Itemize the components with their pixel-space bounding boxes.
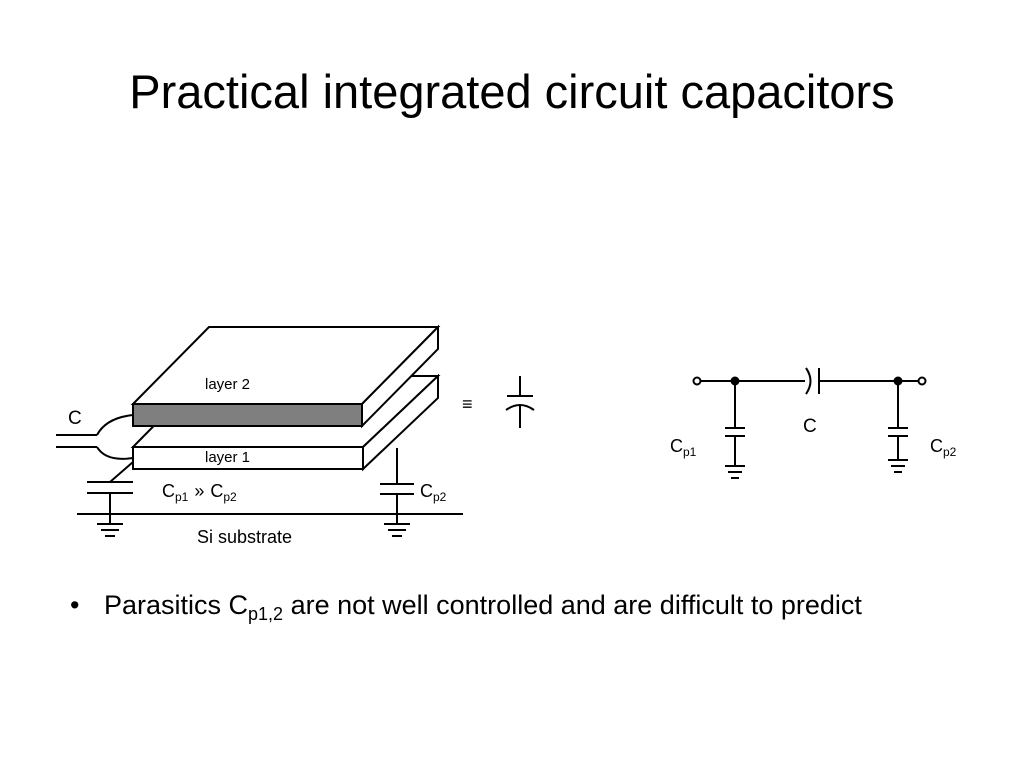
relation-sub1: p1 bbox=[175, 490, 189, 504]
relation-sub2: p2 bbox=[223, 490, 237, 504]
layer2-side-face bbox=[361, 324, 439, 429]
bullet-text: Parasitics Cp1,2 are not well controlled… bbox=[104, 585, 950, 625]
bullet-text-before: Parasitics C bbox=[104, 590, 249, 620]
layer1-label: layer 1 bbox=[205, 449, 250, 466]
circuit-c-label: C bbox=[803, 416, 817, 437]
circuit-cp2-sub: p2 bbox=[943, 445, 957, 459]
cp2-label: Cp2 bbox=[420, 481, 447, 504]
external-capacitor bbox=[56, 414, 134, 460]
bullet-text-after: are not well controlled and are difficul… bbox=[283, 590, 862, 620]
bullet-subscript: p1,2 bbox=[248, 604, 284, 624]
circuit-cp2-label: Cp2 bbox=[930, 436, 957, 459]
cp2-parasitic-right bbox=[380, 448, 414, 514]
relation-c1: C bbox=[162, 481, 175, 501]
parasitic-relation: Cp1 » Cp2 bbox=[162, 481, 237, 504]
substrate-label: Si substrate bbox=[197, 527, 292, 547]
left-terminal bbox=[692, 376, 702, 386]
cp2-sub: p2 bbox=[433, 490, 447, 504]
circuit-cp2-c: C bbox=[930, 436, 943, 456]
capacitor-symbol-icon bbox=[505, 376, 535, 428]
relation-c2: C bbox=[210, 481, 223, 501]
cp2-c: C bbox=[420, 481, 433, 501]
circuit-cp1-sub: p1 bbox=[683, 445, 697, 459]
bullet-item: • Parasitics Cp1,2 are not well controll… bbox=[70, 585, 950, 625]
relation-op: » bbox=[194, 481, 204, 501]
external-c-label: C bbox=[68, 408, 82, 429]
layer2-front-face bbox=[132, 403, 363, 427]
circuit-cp1-label: Cp1 bbox=[670, 436, 697, 459]
slide-title: Practical integrated circuit capacitors bbox=[129, 65, 895, 118]
ground-icon bbox=[384, 514, 410, 537]
layer2-label: layer 2 bbox=[205, 376, 250, 393]
equivalent-circuit bbox=[692, 367, 927, 479]
bullet-symbol: • bbox=[70, 590, 80, 620]
layer1-side-face bbox=[362, 373, 439, 472]
right-terminal bbox=[917, 376, 927, 386]
cp1-parasitic-left bbox=[87, 461, 134, 514]
equivalence-symbol: ≡ bbox=[462, 394, 473, 414]
plate-structure bbox=[130, 324, 441, 472]
circuit-cp1-c: C bbox=[670, 436, 683, 456]
ground-icon bbox=[97, 514, 123, 537]
